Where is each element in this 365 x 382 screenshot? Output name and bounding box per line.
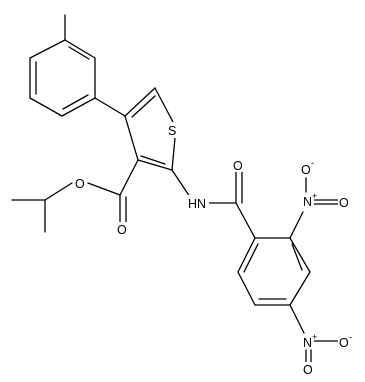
nitro-bottom-group: N + O - O: [302, 332, 352, 377]
charge-plus-nitro-bottom: +: [312, 332, 317, 342]
bond: [237, 237, 256, 273]
bond: [64, 39, 96, 59]
atom-label-o-nitro-bottom-right: O: [339, 336, 349, 350]
atom-label-o-nitro-bottom-down: O: [303, 363, 313, 377]
atom-label-o-nitro-top-up: O: [301, 163, 311, 177]
bond: [171, 137, 176, 171]
atom-label-s: S: [168, 124, 176, 138]
ester-carbonyl-oxygen-atom: O: [116, 222, 129, 237]
bond: [235, 202, 256, 239]
atom-label-nh: HN: [188, 197, 206, 211]
charge-plus-nitro-top: +: [312, 191, 317, 201]
bond: [243, 243, 259, 273]
bond: [29, 97, 63, 117]
bond: [94, 97, 126, 117]
bond: [289, 304, 305, 334]
atom-label-o-ester-carbonyl: O: [117, 223, 127, 237]
bond: [124, 87, 156, 117]
amine-nh-atom: HN: [187, 195, 209, 211]
bond: [237, 271, 256, 306]
bond: [87, 182, 121, 196]
bond: [29, 39, 66, 59]
bond: [61, 97, 96, 117]
atom-label-layer: S HN O O O N + O O - N: [73, 122, 352, 377]
bond: [137, 159, 173, 171]
charge-minus-nitro-bottom: -: [349, 332, 352, 342]
atom-label-n-nitro-top: N: [303, 195, 312, 209]
bond: [62, 94, 89, 110]
sulfur-atom: S: [166, 122, 179, 138]
atom-label-o-ester: O: [75, 177, 85, 191]
bond: [291, 243, 303, 271]
bond: [119, 159, 139, 196]
atom-label-o-amide: O: [233, 159, 243, 173]
charge-minus-nitro-top: -: [311, 158, 314, 168]
bond: [289, 211, 304, 239]
bond: [124, 115, 139, 161]
atom-label-o-nitro-top-right: O: [339, 196, 349, 210]
ester-oxygen-atom: O: [73, 176, 87, 191]
bond: [154, 87, 174, 123]
atom-label-n-nitro-bottom: N: [303, 336, 312, 350]
bond: [289, 271, 311, 306]
nitro-top-group: N + O O -: [300, 158, 350, 210]
bond-layer: [11, 14, 339, 363]
bond: [68, 46, 90, 60]
bond: [131, 95, 156, 118]
amide-oxygen-atom: O: [232, 158, 245, 173]
bond: [140, 155, 166, 165]
bond: [44, 182, 73, 201]
bond: [289, 237, 311, 273]
